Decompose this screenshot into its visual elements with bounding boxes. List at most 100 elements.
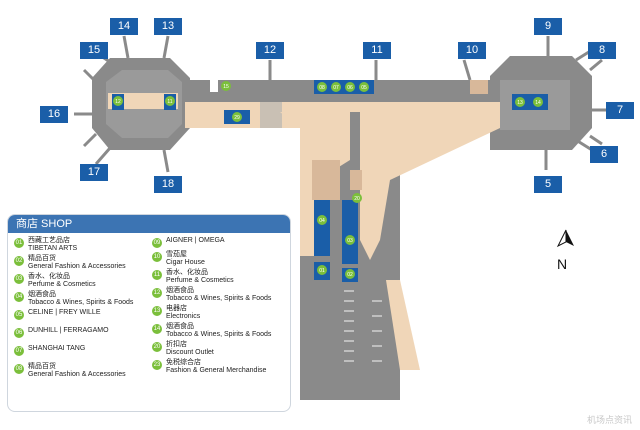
legend-number: 07 [14,346,24,356]
shop-marker-label: 07 [333,85,339,91]
legend-number: 03 [14,274,24,284]
gate-label: 13 [154,18,182,35]
legend-number: 10 [152,252,162,262]
gate-label: 7 [606,102,634,119]
legend-text: DUNHILL | FERRAGAMO [28,327,109,334]
legend-number: 01 [14,238,24,248]
shop-marker-label: 01 [319,268,325,274]
shop-marker [317,82,327,92]
shop-marker [352,193,362,203]
shop-marker [359,82,369,92]
shop-marker [317,265,327,275]
legend-number: 23 [152,360,162,370]
legend-number: 20 [152,342,162,352]
gate-label: 15 [80,42,108,59]
legend-number: 04 [14,292,24,302]
shop-marker-label: 04 [319,218,325,224]
shop-marker-label: 12 [115,99,121,105]
legend-number: 06 [14,328,24,338]
legend-text: CELINE | FREY WILLE [28,309,101,316]
legend-number: 11 [152,270,162,280]
shop-marker-label: 03 [347,238,353,244]
legend-text: SHANGHAI TANG [28,345,86,352]
shop-marker [345,82,355,92]
shop-marker [113,96,123,106]
shop-marker-label: 06 [347,85,353,91]
legend-number: 02 [14,256,24,266]
shop-marker [221,81,231,91]
shop-marker [515,97,525,107]
shop-marker [232,112,242,122]
shop-markers: 12 11 29 08 07 06 05 13 14 20 04 03 02 01 15 [113,81,543,279]
shop-marker [317,215,327,225]
shop-marker-label: 20 [354,196,360,202]
shop-marker [165,96,175,106]
shop-marker-label: 14 [535,100,541,106]
legend-number: 09 [152,238,162,248]
gate-label: 14 [110,18,138,35]
legend-number: 08 [14,364,24,374]
gate-label: 11 [363,42,391,59]
legend-number: 12 [152,288,162,298]
gate-label: 5 [534,176,562,193]
gate-label: 6 [590,146,618,163]
shop-marker-label: 05 [361,85,367,91]
legend-number: 05 [14,310,24,320]
gate-label: 17 [80,164,108,181]
gate-label: 16 [40,106,68,123]
legend-title: 商店 SHOP [8,215,290,233]
legend-number: 14 [152,324,162,334]
gate-label: 18 [154,176,182,193]
north-label: N [557,256,568,272]
legend-number: 13 [152,306,162,316]
shop-marker [533,97,543,107]
shop-marker-label: 11 [167,99,172,105]
shop-marker [345,269,355,279]
gate-label: 8 [588,42,616,59]
gate-label: 12 [256,42,284,59]
gate-label: 9 [534,18,562,35]
shop-marker-label: 15 [223,84,229,90]
legend-item: 05 CELINE | FREY WILLE [14,309,101,320]
shop-marker [331,82,341,92]
legend-item: 06 DUNHILL | FERRAGAMO [14,327,109,338]
shop-marker [345,235,355,245]
shop-marker-label: 13 [517,100,523,106]
shop-marker-label: 02 [347,272,353,278]
watermark-text: 机场点资讯 [586,415,632,425]
legend-item: 07 SHANGHAI TANG [14,345,85,356]
gate-label: 10 [458,42,486,59]
north-arrow-icon [556,229,574,248]
shop-marker-label: 08 [319,85,325,91]
legend-item: 09 AIGNER | OMEGA [152,237,225,248]
legend-text: AIGNER | OMEGA [166,237,225,244]
shop-marker-label: 29 [234,115,240,121]
